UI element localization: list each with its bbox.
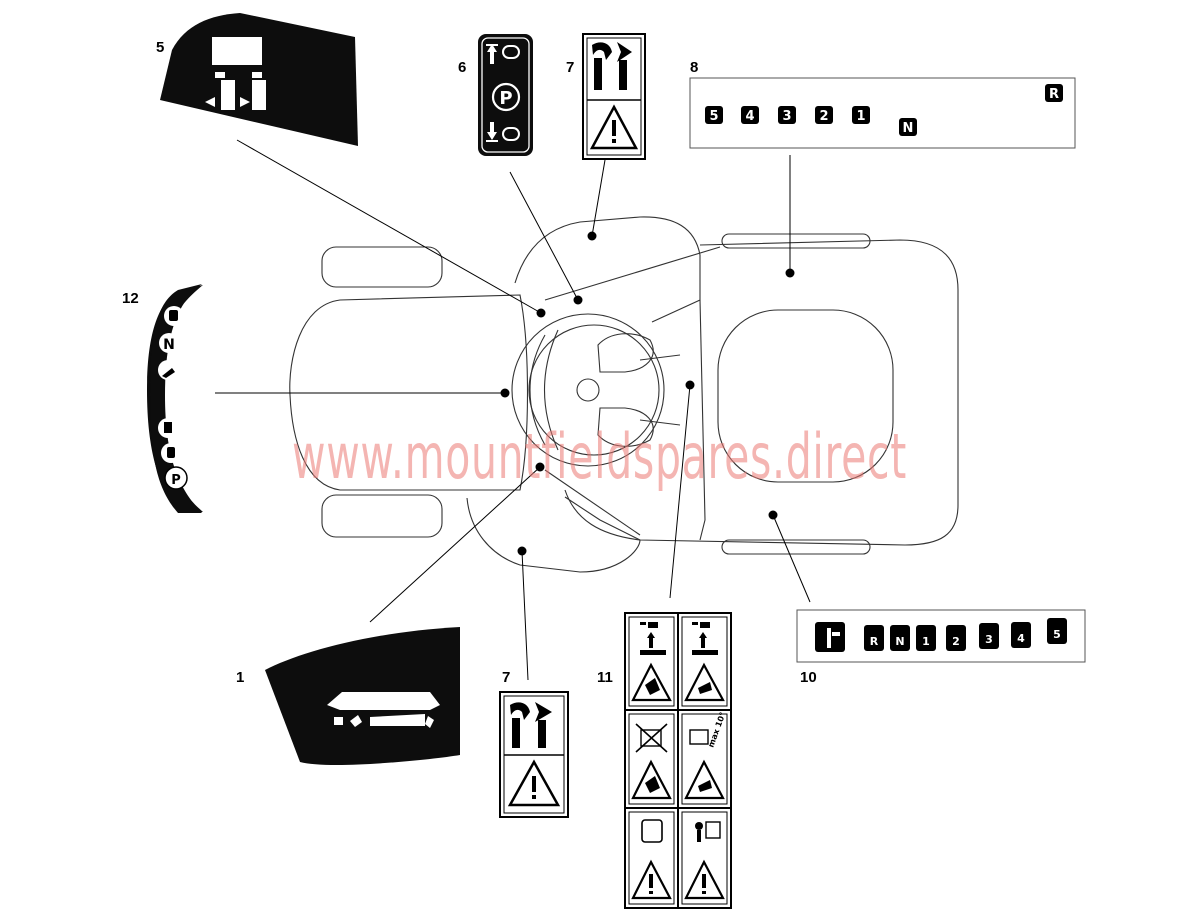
hand-crush-icon (592, 42, 632, 90)
svg-text:N: N (163, 337, 175, 353)
leader-dot-11 (685, 380, 695, 390)
leader-dot-1 (535, 462, 545, 472)
svg-text:R: R (870, 635, 879, 648)
decal-12-switch-panel: N P (147, 284, 203, 513)
gear-10-2: 2 (946, 625, 966, 651)
steering-wheel-inner (528, 324, 660, 456)
leader-dot-5 (536, 308, 546, 318)
callout-7-bottom: 7 (502, 669, 510, 686)
steering-spoke-bottom (597, 407, 654, 447)
gear-10-5: 5 (1047, 618, 1067, 644)
neutral-icon (159, 333, 179, 353)
decal-7-top (582, 33, 646, 160)
decal-11-safety-panel: max 10° (624, 612, 732, 909)
svg-text:R: R (1049, 87, 1059, 102)
pedal-up-icon (502, 45, 520, 59)
gear-10-4: 4 (1011, 622, 1031, 648)
gear-8-2: 2 (815, 106, 833, 124)
gear-8-r: R (1045, 84, 1063, 102)
rear-right-wheel (721, 539, 871, 555)
svg-text:3: 3 (985, 633, 993, 646)
dash-line-1 (639, 354, 681, 361)
gear-8-3: 3 (778, 106, 796, 124)
clutch-icon (158, 360, 178, 380)
gear-8-1: 1 (852, 106, 870, 124)
front-left-wheel (321, 246, 443, 288)
dash-line-2 (639, 419, 681, 426)
callout-labels: 5 6 7 8 12 1 7 11 10 (122, 39, 817, 686)
gear-10-n: N (890, 625, 910, 651)
mower-outline (289, 216, 959, 573)
body-line-2 (544, 469, 641, 536)
svg-text:4: 4 (1017, 632, 1025, 645)
gear-8-5: 5 (705, 106, 723, 124)
lower-fender (466, 496, 641, 573)
svg-text:5: 5 (1053, 628, 1061, 641)
leader-dot-6 (573, 295, 583, 305)
hood (289, 294, 529, 491)
deck-shape-icon (327, 692, 440, 710)
svg-text:2: 2 (819, 109, 828, 124)
svg-text:P: P (171, 473, 181, 488)
hand-crush-icon-2 (510, 702, 552, 748)
parking-p-label: P (499, 88, 512, 109)
parking-p-icon (491, 82, 521, 112)
warning-triangle-icon-2 (507, 759, 561, 807)
callout-6: 6 (458, 59, 466, 76)
svg-text:1: 1 (856, 109, 865, 124)
lift-lever-icon-left (205, 72, 235, 110)
throttle-slider (370, 714, 425, 726)
decal-6-parking-brake: P (478, 34, 533, 156)
svg-text:2: 2 (952, 635, 960, 648)
callout-5: 5 (156, 39, 164, 56)
decal-1-throttle (265, 627, 460, 765)
callout-1: 1 (236, 669, 244, 686)
leader-lines (215, 139, 811, 681)
steering-wheel-outer (511, 313, 665, 467)
body-frame (564, 239, 959, 546)
gear-8-n: N (899, 118, 917, 136)
decal-5 (160, 13, 358, 146)
leader-dot-10 (768, 510, 778, 520)
callout-8: 8 (690, 59, 698, 76)
decal-7-bottom (499, 691, 569, 818)
watermark: www.mountfieldspares.direct (292, 420, 907, 493)
front-right-wheel (321, 494, 443, 538)
svg-text:N: N (903, 121, 914, 136)
gear-10-r: R (864, 625, 884, 651)
seat (717, 309, 894, 483)
callout-7-top: 7 (566, 59, 574, 76)
turtle-icon (350, 715, 362, 727)
svg-text:3: 3 (782, 109, 791, 124)
leader-dot-7-bottom (517, 546, 527, 556)
svg-text:1: 1 (922, 635, 930, 648)
callout-11: 11 (597, 669, 613, 686)
svg-text:N: N (895, 635, 904, 648)
pedal-down-icon (502, 127, 520, 141)
callout-10: 10 (800, 669, 817, 686)
svg-text:5: 5 (709, 109, 718, 124)
lift-lever-icon-right (240, 72, 266, 110)
decal-8-gear-indicator: 5 4 3 2 1 N R (689, 77, 1076, 149)
dash-arc-2 (543, 329, 559, 451)
callout-12: 12 (122, 290, 139, 307)
gear-10-1: 1 (916, 625, 936, 651)
body-line-1 (544, 246, 721, 301)
gear-8-4: 4 (741, 106, 759, 124)
svg-text:4: 4 (745, 109, 754, 124)
decal-10-gear-indicator: R N 1 2 3 4 5 (796, 609, 1086, 663)
gear-10-3: 3 (979, 623, 999, 649)
steering-spoke-top (597, 333, 654, 373)
steering-hub (576, 378, 600, 402)
upper-fender (514, 216, 701, 323)
warning-triangle-icon (589, 104, 639, 150)
leader-dot-7-top (587, 231, 597, 241)
dash-arc (529, 334, 546, 446)
rabbit-icon (425, 716, 434, 728)
parking-icon (164, 466, 188, 490)
choke-icon (334, 717, 343, 725)
leader-dot-12 (500, 388, 510, 398)
leader-dot-8 (785, 268, 795, 278)
